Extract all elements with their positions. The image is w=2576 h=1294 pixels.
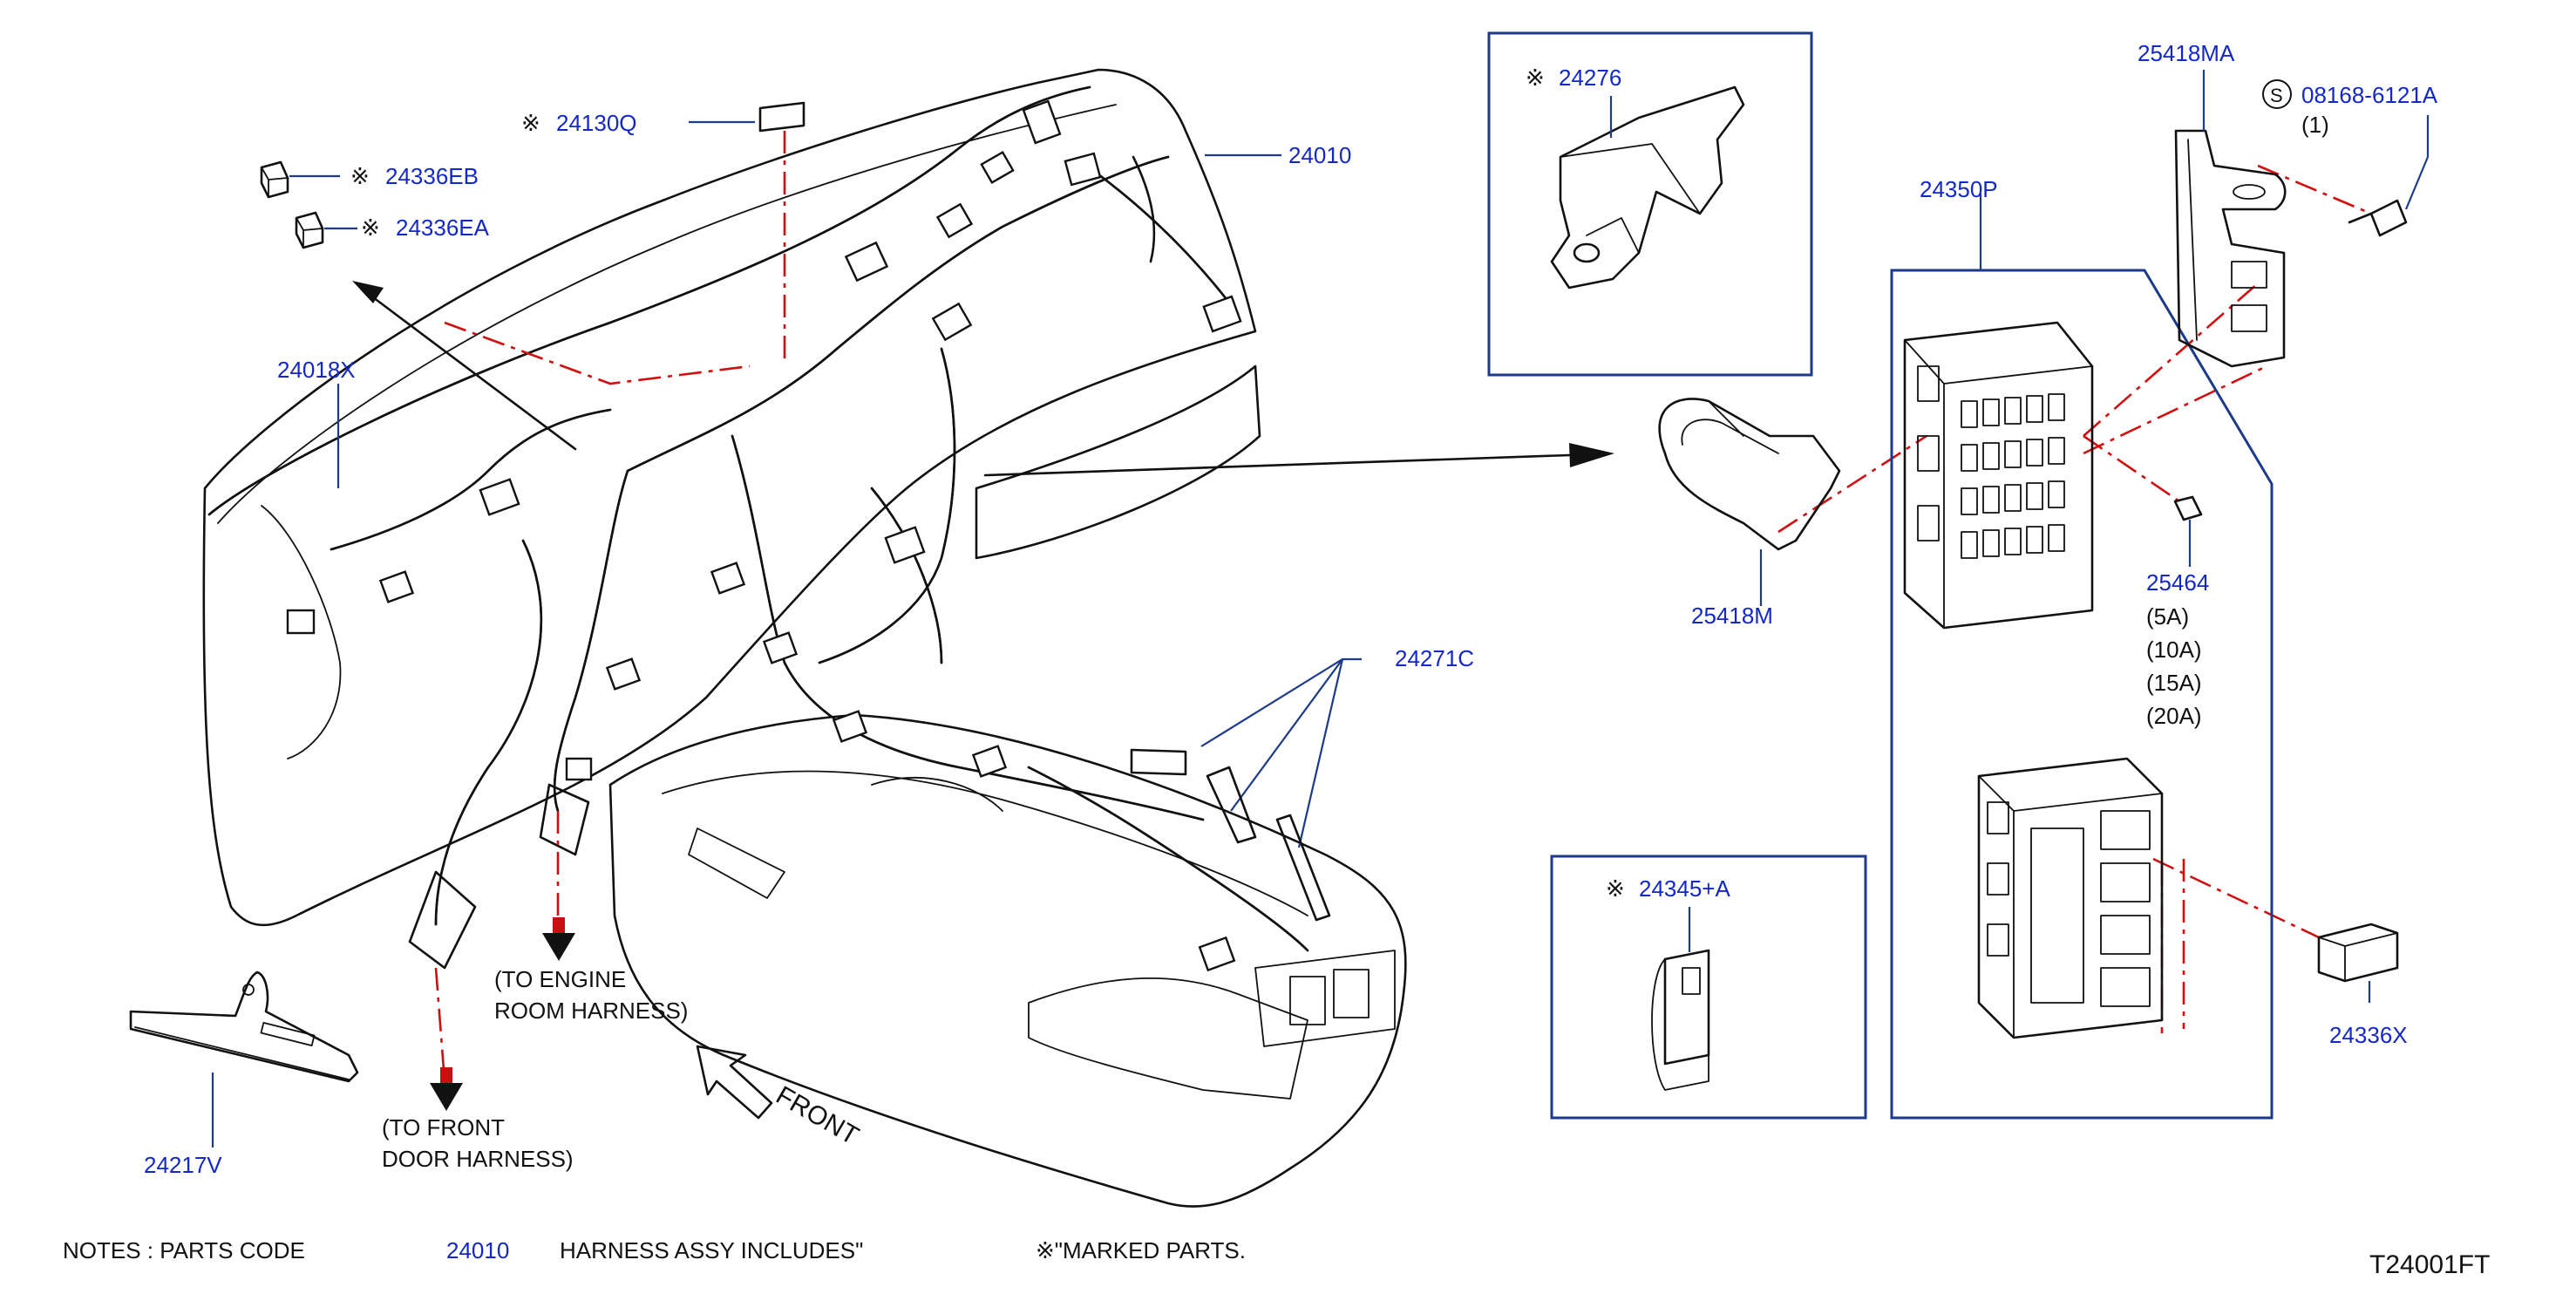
figure-id: T24001FT [2369,1250,2490,1279]
bracket-24217v-icon [129,970,359,1083]
pointer-arrows [352,281,1614,477]
mark-24345a: ※ [1606,875,1625,902]
mark-24130q: ※ [521,110,540,136]
mark-24336eb: ※ [350,163,370,189]
label-24336ea: 24336EA [396,215,490,241]
label-25464: 25464 [2146,569,2209,596]
amp-15: (15A) [2146,670,2202,696]
fuse-25464-icon [2173,495,2203,567]
amp-20: (20A) [2146,703,2202,729]
label-24336x: 24336X [2329,1022,2408,1048]
label-25418ma: 25418MA [2138,40,2235,66]
label-24336eb: 24336EB [385,163,479,189]
amp-10: (10A) [2146,637,2202,663]
screw-08168-icon [2348,115,2430,237]
label-24018x: 24018X [277,357,356,383]
s-mark: S [2270,85,2283,106]
fuse-block-icon [1903,321,2094,630]
notes-middle: HARNESS ASSY INCLUDES" [560,1237,863,1263]
leader-lines-left [211,120,1362,1148]
label-24345a: 24345+A [1639,875,1730,902]
door-harness-line1: (TO FRONT [382,1114,505,1141]
harness-connectors [286,99,1242,972]
label-24271c: 24271C [1395,645,1474,671]
relay-24336x-icon [2317,923,2399,1003]
amp-5: (5A) [2146,603,2189,630]
notes-code: 24010 [446,1237,509,1263]
engine-harness-line2: ROOM HARNESS) [494,998,688,1024]
label-25418m: 25418M [1691,603,1773,629]
part-24336ea-icon [295,211,324,249]
label-24350p: 24350P [1920,176,1998,202]
front-arrow-icon [696,1045,773,1120]
engine-harness-line1: (TO ENGINE [494,966,626,992]
part-24336eb-icon [260,160,289,199]
mark-24276: ※ [1526,65,1545,91]
bracket-25418m-icon [1658,398,1841,606]
down-arrow-door [430,1067,463,1111]
box-24276 [1487,31,1813,377]
bracket-25418ma-icon [2174,70,2287,368]
door-harness-line2: DOOR HARNESS) [382,1146,574,1172]
main-harness [207,85,1309,970]
label-24010: 24010 [1288,142,1351,168]
box-24350p [1890,194,2274,1120]
notes-suffix: ※"MARKED PARTS. [1036,1237,1246,1263]
dashboard-outline [202,68,1407,1208]
s-mark-circle [2262,79,2292,109]
label-08168: 08168-6121A [2301,82,2438,108]
relay-block-icon [1977,757,2164,1039]
down-arrow-engine [542,917,575,961]
box-24345a [1550,855,1867,1120]
label-24130q: 24130Q [556,110,637,136]
part-24130q-icon [758,101,805,133]
label-24217v: 24217V [144,1152,222,1178]
label-24276: 24276 [1559,65,1621,91]
mark-24336ea: ※ [361,215,380,241]
tapes-24271c-icon [1130,748,1331,922]
label-08168-qty: (1) [2301,112,2329,138]
notes-prefix: NOTES : PARTS CODE [63,1237,305,1263]
